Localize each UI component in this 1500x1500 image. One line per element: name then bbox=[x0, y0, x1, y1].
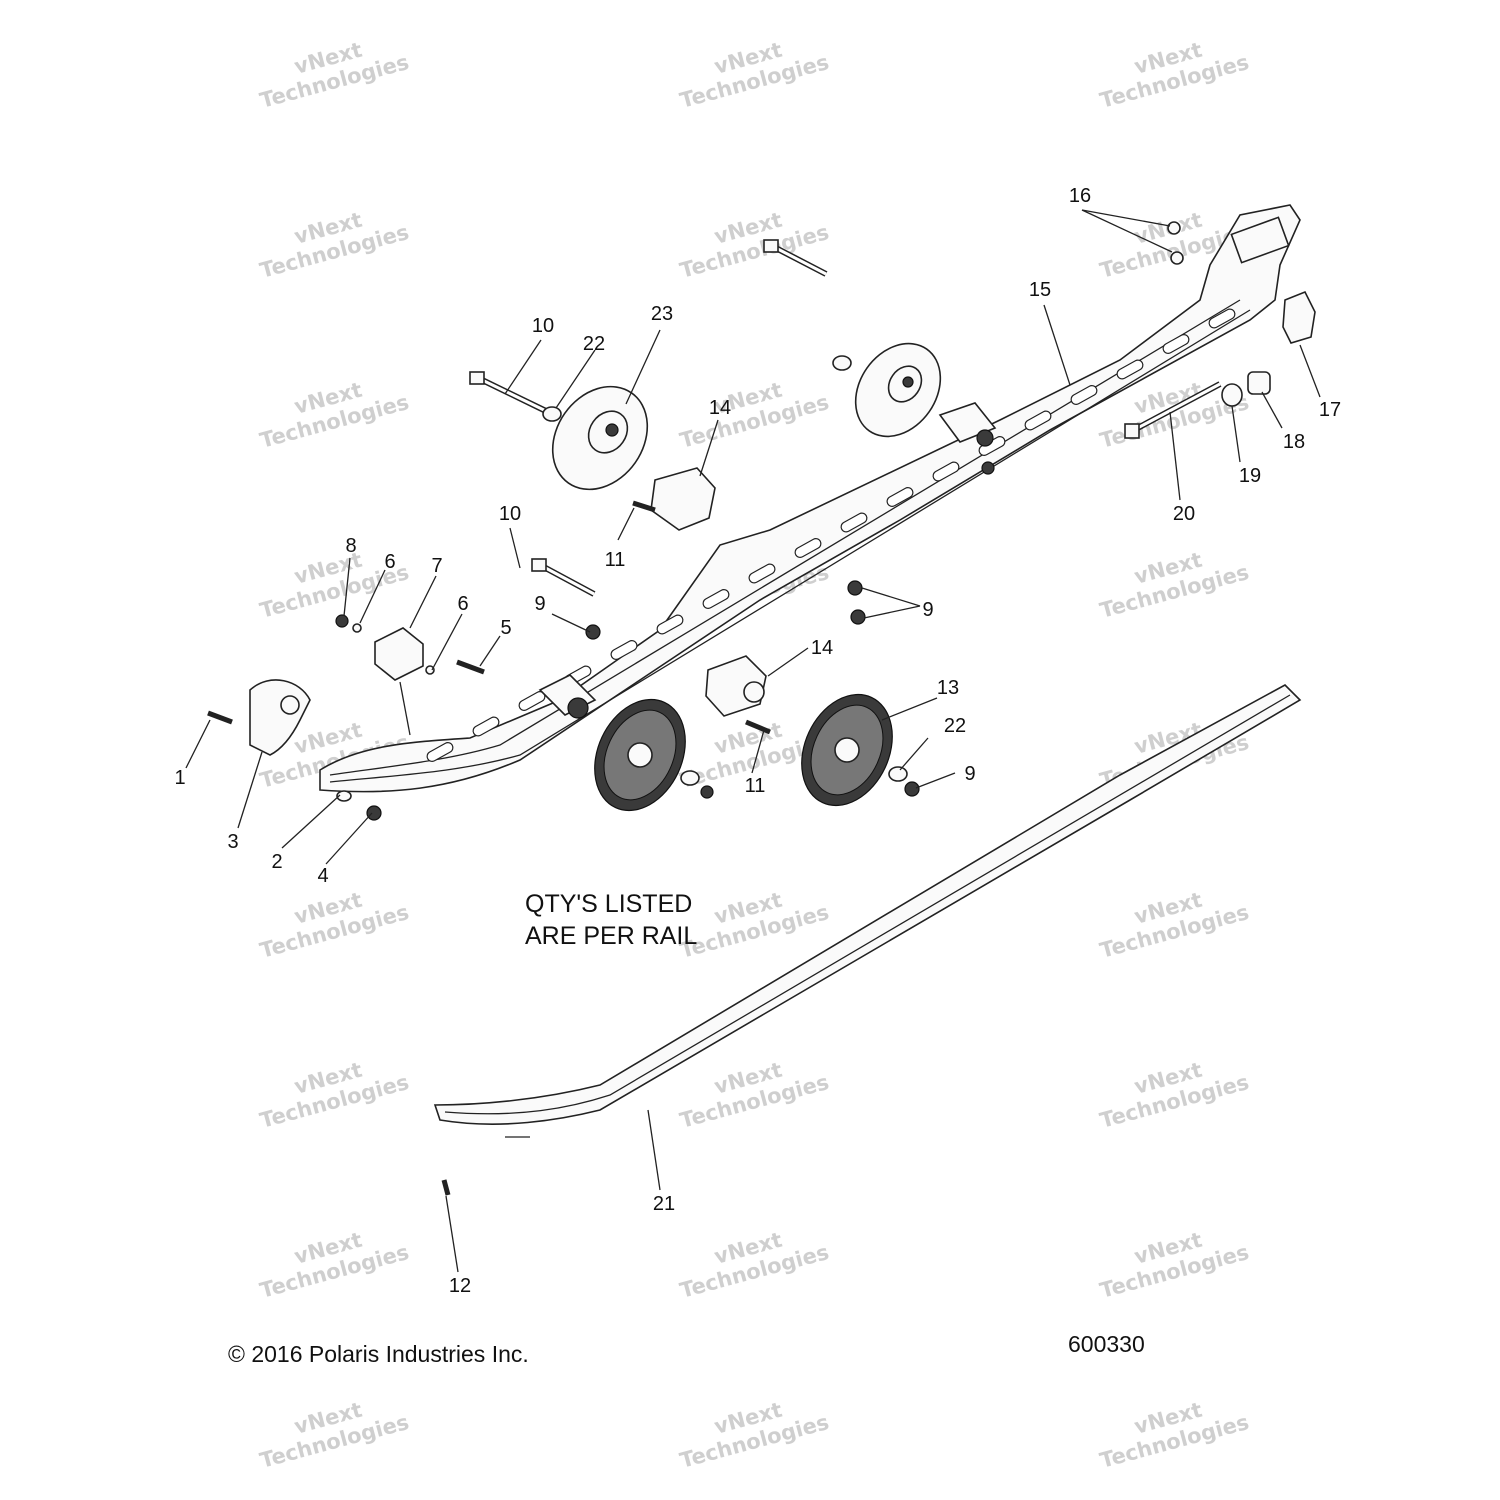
callout-4: 4 bbox=[317, 865, 328, 887]
callout-9b: 9 bbox=[922, 599, 933, 621]
rail-slot bbox=[748, 563, 776, 584]
copyright-notice: © 2016 Polaris Industries Inc. bbox=[228, 1341, 529, 1367]
callout-19: 19 bbox=[1239, 465, 1261, 487]
callout-15: 15 bbox=[1029, 279, 1051, 301]
callout-22b: 22 bbox=[944, 715, 966, 737]
callout-1: 1 bbox=[174, 767, 185, 789]
rail-slot bbox=[840, 512, 868, 533]
callout-20: 20 bbox=[1173, 503, 1195, 525]
rail-slot bbox=[426, 742, 454, 762]
rail-slot bbox=[1024, 410, 1052, 431]
callout-8: 8 bbox=[345, 535, 356, 557]
callout-23: 23 bbox=[651, 303, 673, 325]
callout-17: 17 bbox=[1319, 399, 1341, 421]
callout-10b: 10 bbox=[499, 503, 521, 525]
rail-slot bbox=[656, 614, 684, 635]
callout-2: 2 bbox=[271, 851, 282, 873]
callout-11b: 11 bbox=[745, 775, 766, 797]
callout-14b: 14 bbox=[811, 637, 833, 659]
hardware bbox=[207, 221, 1316, 1196]
callout-6b: 6 bbox=[457, 593, 468, 615]
callout-21: 21 bbox=[653, 1193, 675, 1215]
callout-14a: 14 bbox=[709, 397, 731, 419]
callout-18: 18 bbox=[1283, 431, 1305, 453]
callout-12: 12 bbox=[449, 1275, 471, 1297]
callout-16: 16 bbox=[1069, 185, 1091, 207]
callout-3: 3 bbox=[227, 831, 238, 853]
callout-6a: 6 bbox=[384, 551, 395, 573]
leader-lines bbox=[185, 209, 1321, 1273]
rail-slot bbox=[610, 640, 638, 660]
rail-slot bbox=[702, 589, 730, 609]
quantity-note-line-1: QTY'S LISTED bbox=[525, 890, 692, 918]
rail-slot bbox=[472, 716, 500, 737]
rail-slot bbox=[1070, 385, 1098, 405]
rail-slot bbox=[1116, 359, 1144, 380]
rail-slot bbox=[1208, 308, 1236, 329]
callout-labels: 1 2 3 4 5 6 6 7 8 9 9 9 10 10 11 11 12 1… bbox=[174, 185, 1341, 1297]
callout-5: 5 bbox=[500, 617, 511, 639]
callout-22a: 22 bbox=[583, 333, 605, 355]
callout-11a: 11 bbox=[605, 549, 626, 571]
hyfax-slide bbox=[433, 684, 1302, 1138]
callout-7: 7 bbox=[431, 555, 442, 577]
rail-slot bbox=[1162, 334, 1190, 354]
callout-10a: 10 bbox=[532, 315, 554, 337]
quantity-note-line-2: ARE PER RAIL bbox=[525, 922, 697, 950]
idler-wheels bbox=[551, 342, 942, 812]
rail-slot bbox=[886, 487, 914, 507]
rail-slot bbox=[932, 461, 960, 482]
diagram-number: 600330 bbox=[1068, 1331, 1145, 1357]
callout-13: 13 bbox=[937, 677, 959, 699]
callout-9a: 9 bbox=[534, 593, 545, 615]
rail-assembly bbox=[319, 204, 1301, 793]
callout-9c: 9 bbox=[964, 763, 975, 785]
rail-slot bbox=[794, 538, 822, 558]
